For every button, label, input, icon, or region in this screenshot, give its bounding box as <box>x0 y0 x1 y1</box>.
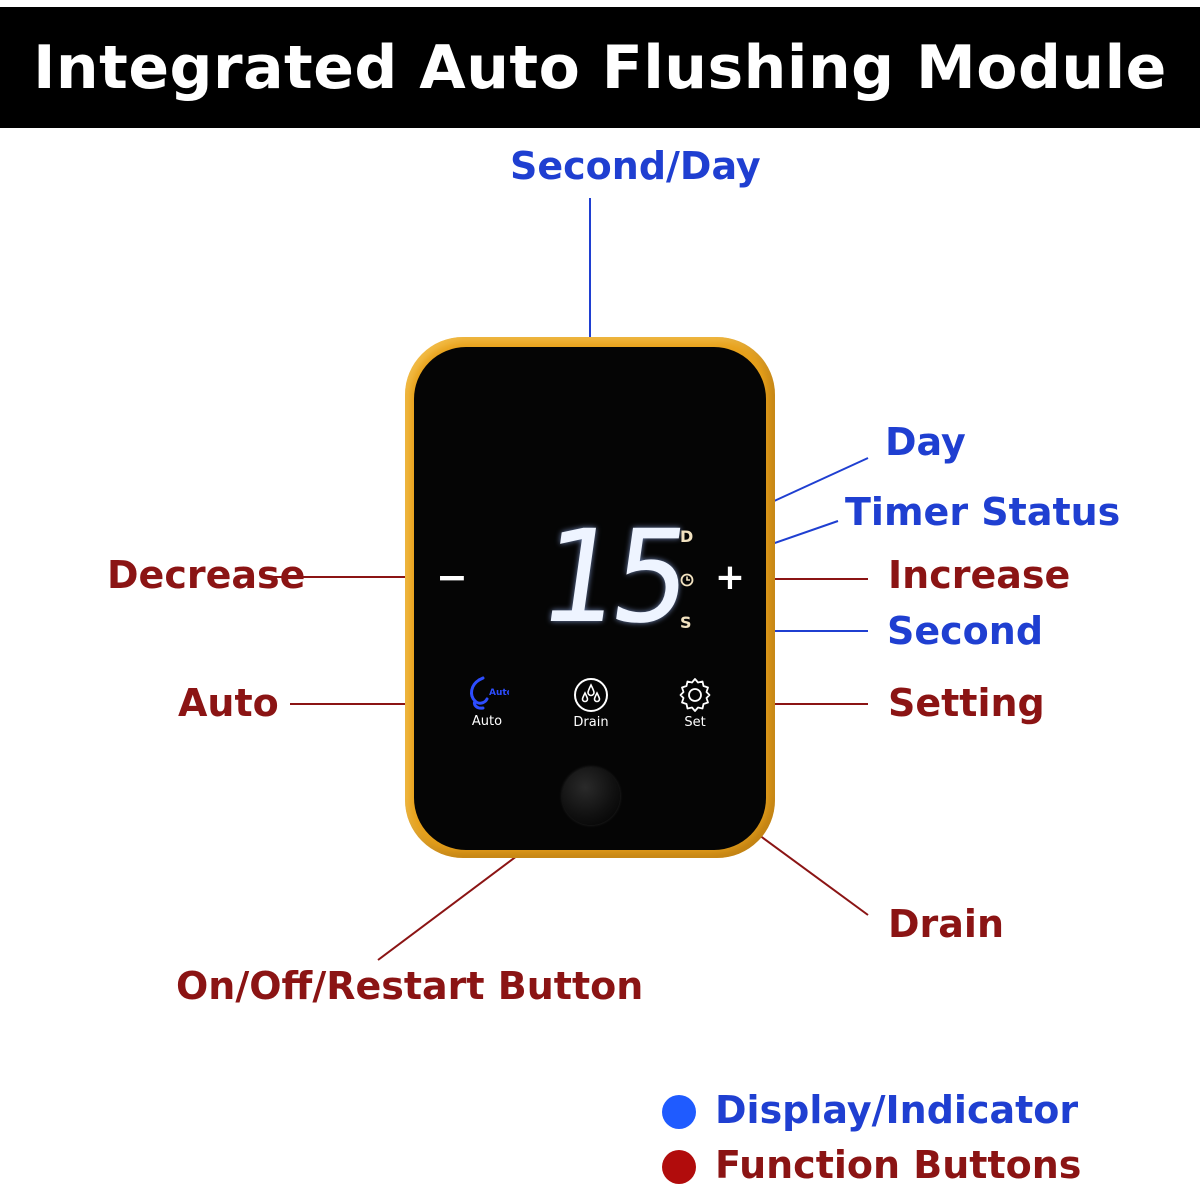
auto-button-label: Auto <box>471 714 503 729</box>
drain-button[interactable]: Drain <box>561 676 621 740</box>
increase-button[interactable]: + <box>714 557 746 598</box>
callout-second: Second <box>887 609 1044 653</box>
decrease-button[interactable]: − <box>436 555 468 599</box>
auto-badge-text: Auto <box>489 688 509 698</box>
page-title: Integrated Auto Flushing Module <box>33 32 1167 103</box>
set-button-label: Set <box>684 715 706 730</box>
device-face <box>414 347 766 850</box>
power-button[interactable] <box>562 767 620 825</box>
callout-decrease: Decrease <box>107 553 306 597</box>
second-indicator: S <box>680 613 692 632</box>
callout-power: On/Off/Restart Button <box>176 964 644 1008</box>
callout-second-day: Second/Day <box>510 144 761 188</box>
legend-red-dot <box>662 1150 696 1184</box>
digit-display: 15 <box>529 503 697 652</box>
legend-function-buttons: Function Buttons <box>715 1143 1082 1187</box>
legend-display-indicator: Display/Indicator <box>715 1088 1079 1132</box>
auto-icon: Auto <box>470 676 509 710</box>
timer-icon <box>680 573 694 587</box>
set-button[interactable]: Set <box>665 676 725 740</box>
drain-button-label: Drain <box>573 715 609 730</box>
callout-auto: Auto <box>178 681 279 725</box>
callout-drain: Drain <box>888 902 1005 946</box>
header-bar: Integrated Auto Flushing Module <box>0 7 1200 128</box>
callout-day: Day <box>885 420 966 464</box>
callout-timer-status: Timer Status <box>845 490 1121 534</box>
callout-setting: Setting <box>888 681 1045 725</box>
legend-blue-dot <box>662 1095 696 1129</box>
callout-increase: Increase <box>888 553 1071 597</box>
gear-icon <box>679 678 711 712</box>
water-drops-icon <box>574 678 608 712</box>
day-indicator: D <box>680 527 694 546</box>
auto-button[interactable]: Auto Auto <box>457 675 517 739</box>
